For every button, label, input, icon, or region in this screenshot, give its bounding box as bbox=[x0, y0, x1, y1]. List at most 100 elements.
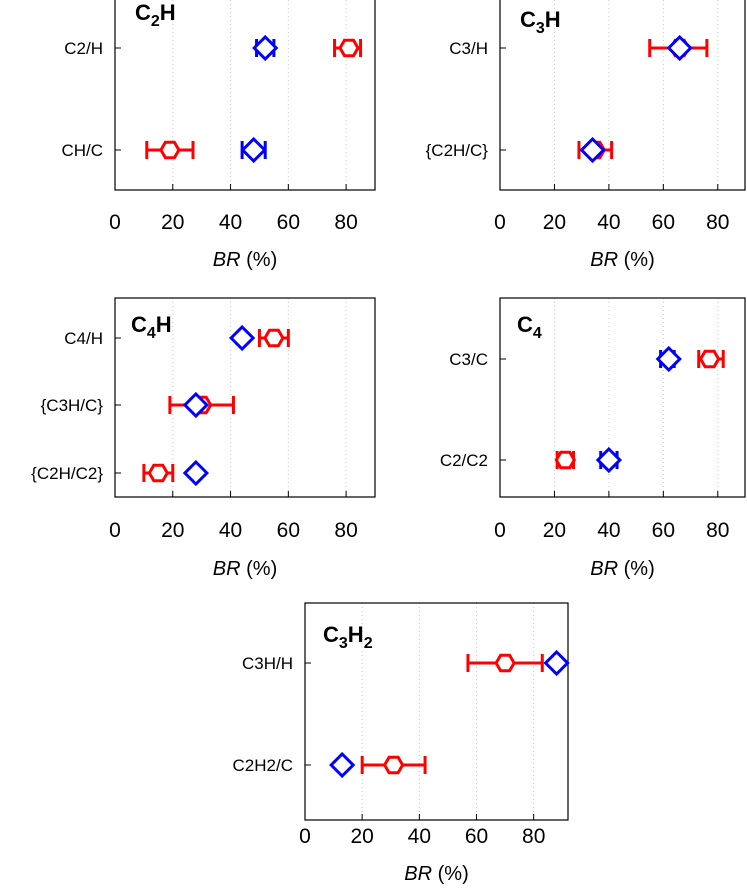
diamond-marker bbox=[228, 324, 256, 352]
x-axis-label: BR (%) bbox=[213, 558, 277, 580]
x-axis-label-unit: (%) bbox=[618, 558, 655, 580]
category-label: C3/H bbox=[449, 39, 488, 58]
diamond-marker bbox=[543, 649, 570, 677]
panel-title: C3H bbox=[520, 7, 561, 37]
panel-title-subscript: 4 bbox=[533, 325, 542, 342]
panel-title-part: H bbox=[160, 0, 176, 25]
x-tick-label: 60 bbox=[277, 519, 300, 542]
panel-title-subscript: 4 bbox=[147, 325, 156, 342]
category-label: C4/H bbox=[64, 329, 103, 348]
category-label: C2H2/C bbox=[233, 756, 293, 775]
x-axis-label-var: BR bbox=[213, 558, 241, 580]
x-tick-label: 20 bbox=[161, 211, 184, 234]
plot-frame bbox=[114, 0, 376, 191]
x-tick-label: 0 bbox=[109, 519, 121, 542]
diamond-marker bbox=[182, 459, 210, 487]
x-axis-label: BR (%) bbox=[213, 249, 277, 271]
x-tick-label: 0 bbox=[494, 211, 506, 234]
x-tick-label: 80 bbox=[334, 211, 357, 234]
x-tick-label: 0 bbox=[494, 519, 506, 542]
diamond-marker bbox=[595, 446, 623, 474]
hexagon-marker bbox=[494, 653, 516, 673]
x-axis-label-var: BR bbox=[213, 249, 241, 271]
panel-title: C2H bbox=[135, 0, 176, 30]
category-label: C2/H bbox=[64, 39, 103, 58]
hexagon-marker bbox=[147, 463, 170, 483]
x-tick-label: 20 bbox=[543, 211, 566, 234]
category-label: {C2H/C} bbox=[426, 141, 489, 160]
x-tick-label: 0 bbox=[299, 825, 311, 848]
x-axis-label-unit: (%) bbox=[432, 863, 469, 885]
plot-frame bbox=[304, 602, 569, 821]
category-label: {C2H/C2} bbox=[31, 464, 103, 483]
hexagon-marker bbox=[382, 755, 405, 775]
x-tick-label: 60 bbox=[652, 211, 675, 234]
x-tick-label: 80 bbox=[706, 211, 729, 234]
panel-title: C3H2 bbox=[323, 622, 373, 652]
x-tick-label: 60 bbox=[465, 825, 488, 848]
panel-title-subscript: 2 bbox=[151, 13, 160, 30]
panel-title-part: C bbox=[323, 622, 339, 647]
category-label: {C3H/C} bbox=[41, 396, 104, 415]
panel-title-part: H bbox=[156, 312, 172, 337]
diamond-marker bbox=[252, 34, 279, 62]
x-axis-label-unit: (%) bbox=[241, 249, 278, 271]
x-tick-label: 80 bbox=[334, 519, 357, 542]
panel-title-part: H bbox=[348, 622, 364, 647]
hexagon-marker bbox=[554, 450, 577, 470]
x-axis-label: BR (%) bbox=[590, 558, 654, 580]
x-tick-label: 40 bbox=[408, 825, 431, 848]
hexagon-marker bbox=[698, 349, 721, 369]
diamond-marker bbox=[655, 345, 682, 373]
x-tick-label: 60 bbox=[277, 211, 300, 234]
plot-frame bbox=[499, 297, 746, 498]
x-tick-label: 40 bbox=[219, 519, 242, 542]
x-axis-label: BR (%) bbox=[404, 863, 468, 885]
x-tick-label: 80 bbox=[522, 825, 545, 848]
hexagon-marker bbox=[338, 38, 360, 58]
diamond-marker bbox=[666, 34, 693, 62]
hexagon-marker bbox=[159, 140, 181, 160]
x-axis-label-var: BR bbox=[404, 863, 432, 885]
panel-title: C4 bbox=[517, 312, 542, 342]
x-axis-label-unit: (%) bbox=[241, 558, 278, 580]
x-axis-label-var: BR bbox=[590, 249, 618, 271]
panel-title-part: C bbox=[131, 312, 147, 337]
x-axis-label-var: BR bbox=[590, 558, 618, 580]
x-tick-label: 20 bbox=[350, 825, 373, 848]
diamond-marker bbox=[579, 136, 606, 164]
category-label: C2/C2 bbox=[440, 451, 488, 470]
diamond-marker bbox=[240, 136, 267, 164]
category-label: CH/C bbox=[61, 141, 103, 160]
panel-title-subscript: 2 bbox=[364, 635, 373, 652]
panel-title-part: C bbox=[517, 312, 533, 337]
panel-title-part: C bbox=[520, 7, 536, 32]
panel-title-subscript: 3 bbox=[536, 20, 545, 37]
panel-title-part: H bbox=[545, 7, 561, 32]
plot-frame bbox=[499, 0, 746, 191]
x-tick-label: 20 bbox=[161, 519, 184, 542]
category-label: C3/C bbox=[449, 350, 488, 369]
diamond-marker bbox=[329, 751, 356, 779]
x-tick-label: 40 bbox=[597, 211, 620, 234]
x-axis-label: BR (%) bbox=[590, 249, 654, 271]
plot-frame bbox=[114, 297, 376, 498]
x-tick-label: 60 bbox=[652, 519, 675, 542]
panel-title-part: C bbox=[135, 0, 151, 25]
x-tick-label: 80 bbox=[706, 519, 729, 542]
hexagon-marker bbox=[263, 328, 285, 348]
x-axis-label-unit: (%) bbox=[618, 249, 655, 271]
panel-title-subscript: 3 bbox=[339, 635, 348, 652]
x-tick-label: 20 bbox=[543, 519, 566, 542]
x-tick-label: 40 bbox=[219, 211, 242, 234]
category-label: C3H/H bbox=[242, 654, 293, 673]
x-tick-label: 0 bbox=[109, 211, 121, 234]
diamond-marker bbox=[182, 391, 210, 419]
x-tick-label: 40 bbox=[597, 519, 620, 542]
